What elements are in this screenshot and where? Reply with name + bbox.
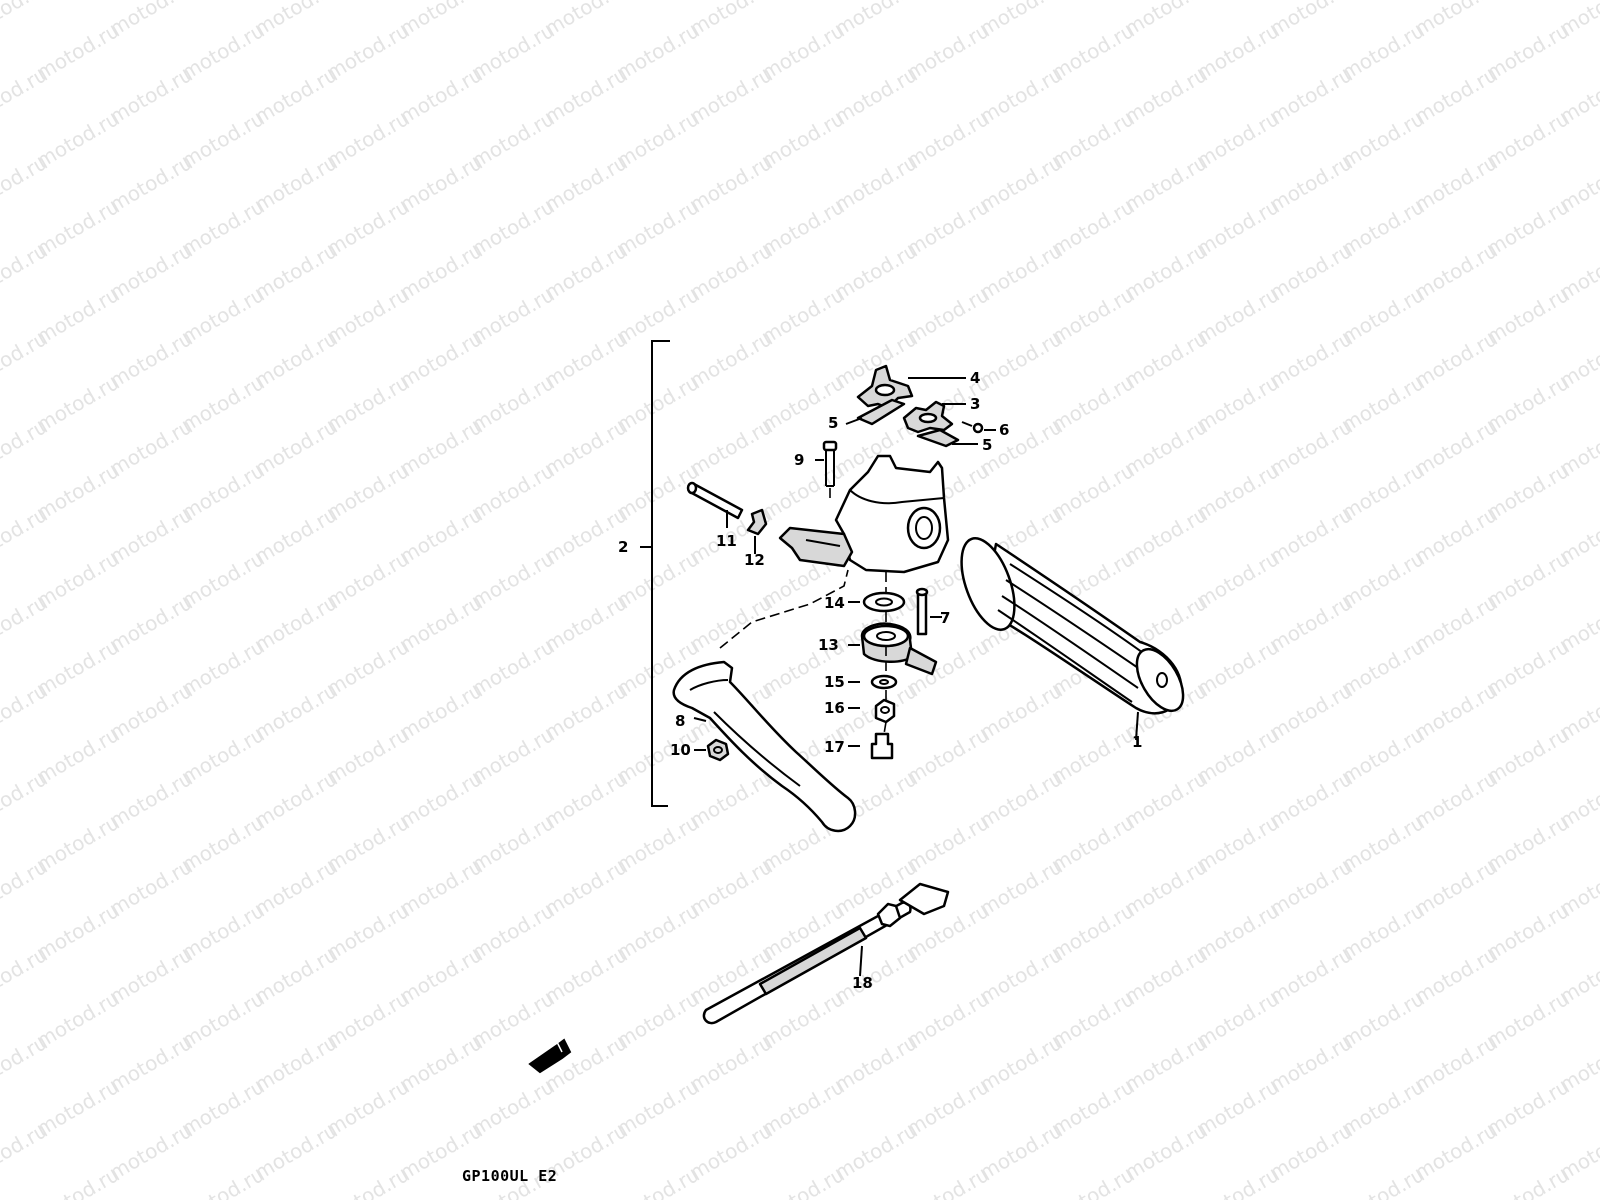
assembly-bracket <box>640 340 670 807</box>
callout-17: 17 <box>824 738 845 756</box>
leader-lines <box>693 377 1139 977</box>
cable-tie-18 <box>702 882 950 1025</box>
lever-8 <box>672 660 857 833</box>
cable-guide-5 <box>856 398 906 426</box>
cable-guide-5b <box>916 428 960 448</box>
callout-10: 10 <box>670 741 691 759</box>
callout-16: 16 <box>824 699 845 717</box>
callout-11: 11 <box>716 532 737 550</box>
adjuster-knob-3 <box>902 400 954 434</box>
callout-2: 2 <box>618 538 628 556</box>
callout-6: 6 <box>999 421 1009 439</box>
nut-16 <box>874 698 896 724</box>
bolt-9 <box>822 440 838 500</box>
assembly-guide-lines <box>719 569 887 735</box>
bolt-7 <box>915 587 929 636</box>
callout-5b: 5 <box>982 436 992 454</box>
handlebar-grip-1 <box>960 537 1185 715</box>
front-direction-arrow-icon <box>528 1038 572 1074</box>
lever-holder <box>778 454 950 574</box>
callout-5a: 5 <box>828 414 838 432</box>
model-code-label: GP100UL E2 <box>462 1167 558 1185</box>
clip-12 <box>746 508 768 536</box>
callout-labels: 4 3 5 5 6 9 2 11 12 14 7 13 15 16 17 8 1… <box>618 369 1142 992</box>
callout-9: 9 <box>794 451 804 469</box>
callout-1: 1 <box>1132 733 1142 751</box>
callout-4: 4 <box>970 369 980 387</box>
small-screw-6 <box>961 421 984 434</box>
callout-18: 18 <box>852 974 873 992</box>
callout-7: 7 <box>940 609 950 627</box>
callout-3: 3 <box>970 395 980 413</box>
washer-15 <box>870 674 898 690</box>
callout-12: 12 <box>744 551 765 569</box>
pivot-collar-13 <box>860 622 938 676</box>
callout-8: 8 <box>675 712 685 730</box>
callout-15: 15 <box>824 673 845 691</box>
nut-10 <box>706 738 730 762</box>
pin-11 <box>686 481 744 520</box>
adjuster-knob-4 <box>856 364 914 410</box>
callout-13: 13 <box>818 636 839 654</box>
callout-14: 14 <box>824 594 845 612</box>
pivot-bolt-17 <box>870 732 894 760</box>
washer-14 <box>862 591 906 613</box>
